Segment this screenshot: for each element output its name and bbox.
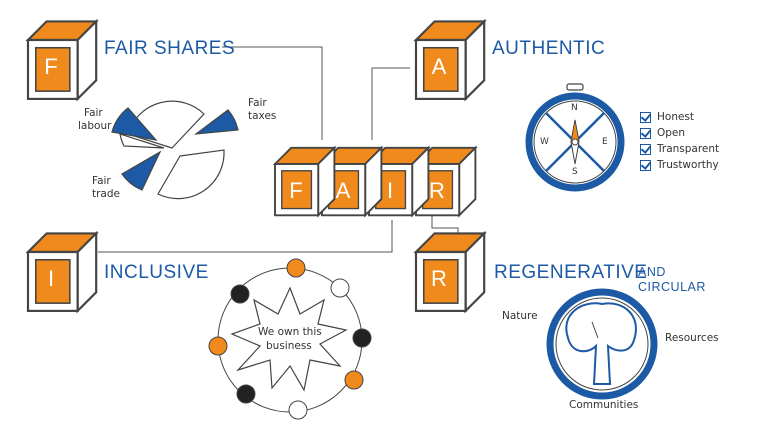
fair-taxes-label-2: taxes bbox=[248, 110, 277, 122]
regenerative-title: REGENERATIVE bbox=[494, 262, 648, 283]
bubble-text-1: We own this bbox=[258, 326, 322, 338]
fair-trade-label-1: Fair bbox=[92, 175, 111, 187]
fair-trade-label-2: trade bbox=[92, 188, 120, 200]
check-icon bbox=[640, 112, 651, 123]
compass bbox=[525, 83, 625, 192]
compass-w: W bbox=[540, 137, 549, 147]
check-icon bbox=[640, 160, 651, 171]
resources-label: Resources bbox=[665, 332, 719, 344]
communities-label: Communities bbox=[569, 399, 639, 411]
inclusive-title: INCLUSIVE bbox=[104, 262, 209, 283]
cube-r-letter: R bbox=[431, 266, 447, 291]
bubble-text-2: business bbox=[266, 340, 312, 352]
cube-f-letter: F bbox=[44, 54, 58, 79]
community-circle bbox=[208, 258, 372, 420]
fair-letter-a: A bbox=[335, 178, 351, 203]
connector-lines bbox=[98, 46, 459, 253]
nature-label: Nature bbox=[502, 310, 538, 322]
check-icon bbox=[640, 128, 651, 139]
checklist-transparent: Transparent bbox=[657, 143, 720, 155]
check-icon bbox=[640, 144, 651, 155]
fair-labour-label-1: Fair bbox=[84, 107, 103, 119]
cube-i-letter: I bbox=[47, 266, 55, 291]
regenerative-subtitle-1: AND bbox=[638, 265, 666, 279]
fair-letter-f: F bbox=[289, 178, 303, 203]
compass-e: E bbox=[602, 137, 608, 147]
fair-shares-title: FAIR SHARES bbox=[104, 38, 236, 59]
regenerative-circle bbox=[546, 288, 658, 400]
compass-n: N bbox=[571, 103, 578, 113]
checklist-trustworthy: Trustworthy bbox=[657, 159, 719, 171]
checklist-honest: Honest bbox=[657, 111, 695, 123]
cube-a-letter: A bbox=[431, 54, 447, 79]
fair-labour-label-2: labour bbox=[78, 120, 112, 132]
fair-letter-r: R bbox=[429, 178, 445, 203]
regenerative-subtitle-2: CIRCULAR bbox=[638, 280, 706, 294]
checklist-open: Open bbox=[657, 127, 686, 139]
authentic-title: AUTHENTIC bbox=[492, 38, 606, 59]
compass-s: S bbox=[572, 167, 578, 177]
fair-letter-i: I bbox=[386, 178, 394, 203]
fair-shares-pie bbox=[111, 100, 239, 200]
fair-taxes-label-1: Fair bbox=[248, 97, 267, 109]
